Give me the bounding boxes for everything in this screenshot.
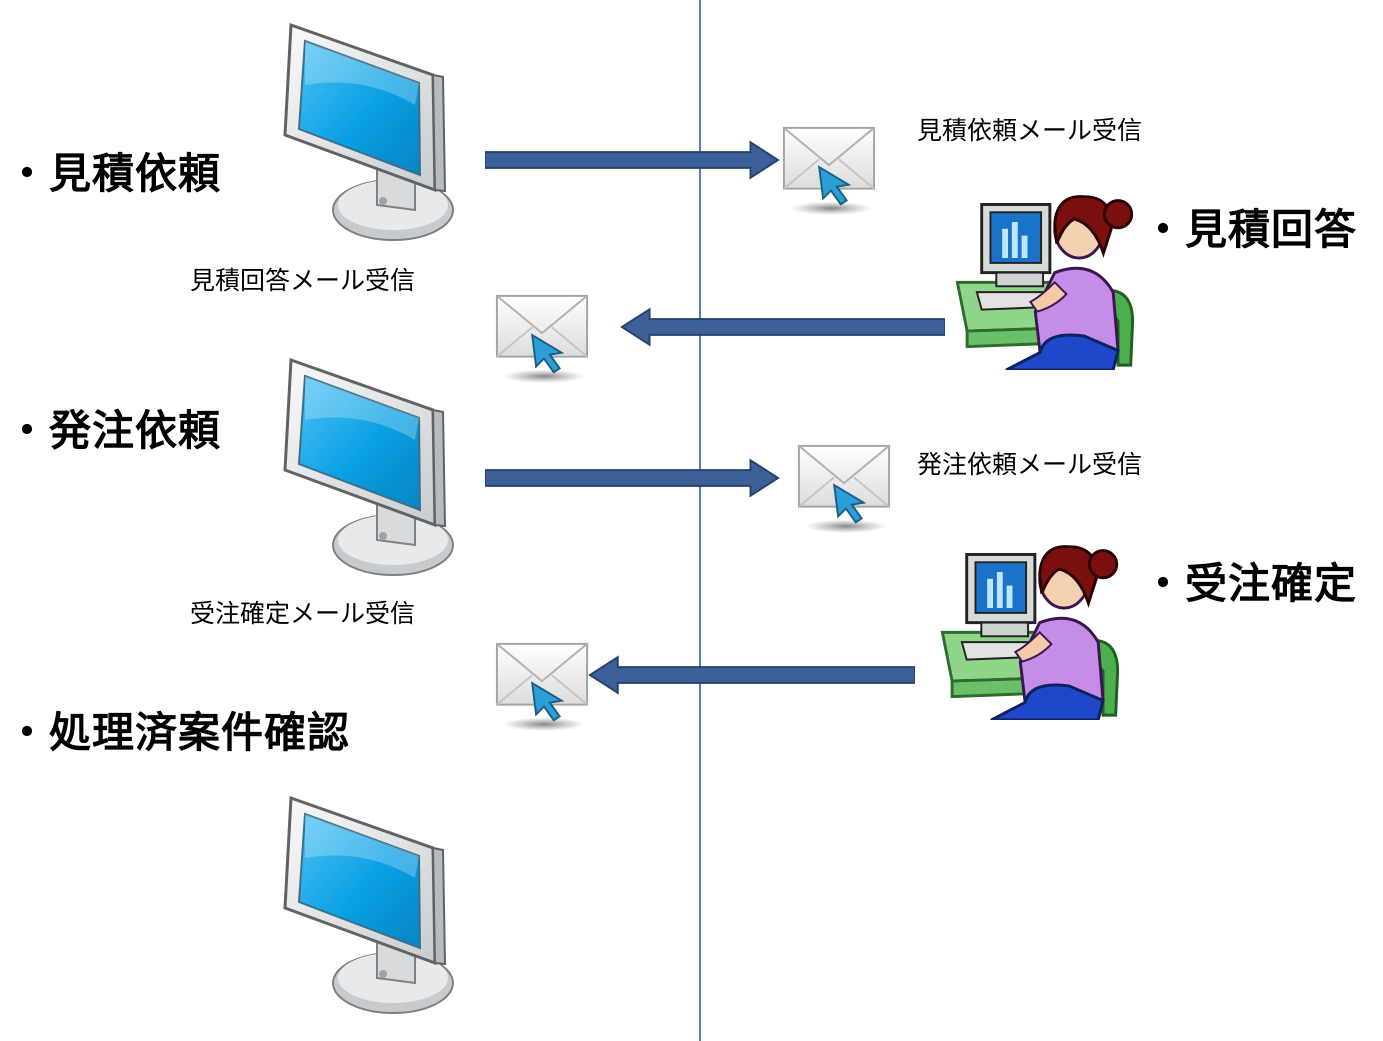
supplier-step-quote-reply: ・見積回答 — [1142, 205, 1358, 254]
notice-quote-request-received: 見積依頼メール受信 — [917, 116, 1143, 145]
person-at-computer-icon — [930, 535, 1130, 720]
client-step-order-request: ・発注依頼 — [6, 406, 222, 455]
mail-icon — [780, 122, 878, 220]
notice-order-request-received: 発注依頼メール受信 — [917, 450, 1143, 479]
notice-quote-reply-received: 見積回答メール受信 — [190, 266, 416, 295]
monitor-icon — [265, 5, 465, 245]
swimlane-divider — [699, 0, 701, 1041]
client-step-quote-request: ・見積依頼 — [6, 149, 222, 198]
notice-order-confirm-received: 受注確定メール受信 — [190, 599, 416, 628]
arrow-to-supplier — [485, 458, 780, 498]
client-step-completed-check: ・処理済案件確認 — [6, 708, 351, 757]
monitor-icon — [265, 778, 465, 1018]
monitor-icon — [265, 340, 465, 580]
mail-icon — [493, 290, 591, 388]
arrow-to-supplier — [485, 140, 780, 180]
supplier-step-order-confirm: ・受注確定 — [1142, 559, 1358, 608]
mail-icon — [795, 440, 893, 538]
arrow-to-client — [620, 307, 945, 347]
mail-icon — [493, 638, 591, 736]
arrow-to-client — [588, 655, 915, 695]
person-at-computer-icon — [945, 185, 1145, 370]
